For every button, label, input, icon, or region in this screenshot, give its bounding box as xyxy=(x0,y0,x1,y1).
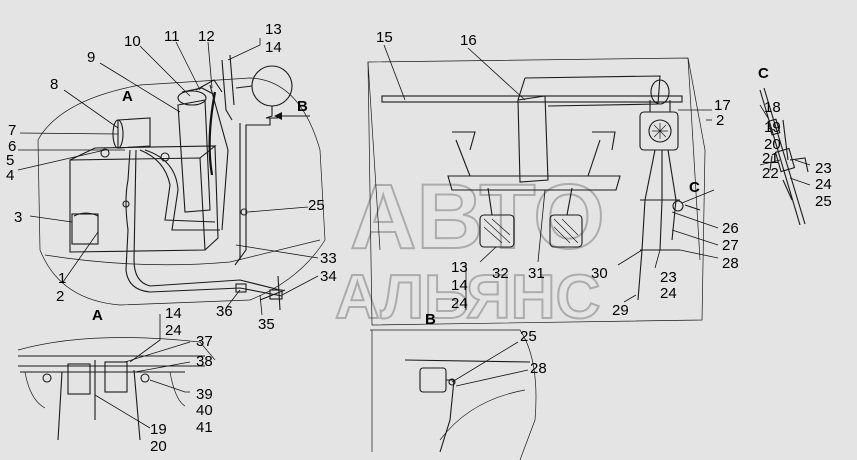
callout: 24 xyxy=(815,176,832,193)
callout: 22 xyxy=(762,165,779,182)
callout: 28 xyxy=(722,255,739,272)
callout: 25 xyxy=(520,328,537,345)
callout: 2 xyxy=(56,288,64,305)
callout: 13 xyxy=(265,21,282,38)
callout: 34 xyxy=(320,268,337,285)
callout: 25 xyxy=(308,197,325,214)
callout: 3 xyxy=(14,209,22,226)
callout: 20 xyxy=(764,136,781,153)
callout: 11 xyxy=(164,28,180,45)
callout: 14 xyxy=(165,305,182,322)
callout: 39 xyxy=(196,386,213,403)
callout: 18 xyxy=(764,99,781,116)
callout: 40 xyxy=(196,402,213,419)
detail-a-drawing xyxy=(17,337,216,441)
callout: 33 xyxy=(320,250,337,267)
view-label-c-main: C xyxy=(689,179,700,196)
callout: 24 xyxy=(660,285,677,302)
callout: 8 xyxy=(50,76,58,93)
callout: 26 xyxy=(722,220,739,237)
detail-c-drawing xyxy=(759,87,809,226)
callout: 29 xyxy=(612,302,629,319)
callout: 37 xyxy=(196,333,213,350)
callout: 15 xyxy=(376,29,393,46)
callout: 17 xyxy=(714,97,731,114)
callout: 36 xyxy=(216,303,233,320)
callout: 12 xyxy=(198,28,215,45)
callout: 31 xyxy=(528,265,545,282)
main-assembly-drawing xyxy=(37,54,326,311)
callouts-detail-b: 25 28 xyxy=(520,328,547,377)
callout: 24 xyxy=(451,295,468,312)
view-label-a-detail: A xyxy=(92,307,103,324)
view-label-b-detail: B xyxy=(425,311,436,328)
callout: 32 xyxy=(492,265,509,282)
callout: 14 xyxy=(265,39,282,56)
callout: 27 xyxy=(722,237,739,254)
callout: 38 xyxy=(196,353,213,370)
view-label-b-main: B xyxy=(297,98,308,115)
callout: 6 xyxy=(8,138,16,155)
view-label-a-main: A xyxy=(122,88,133,105)
callout: 24 xyxy=(165,322,182,339)
watermark-line2: АЛЬЯНС xyxy=(335,263,600,332)
callout: 10 xyxy=(124,33,141,50)
callout: 20 xyxy=(150,438,167,455)
callout: 28 xyxy=(530,360,547,377)
callouts-detail-c: 18 19 20 21 22 23 24 25 xyxy=(762,99,832,210)
callout: 23 xyxy=(815,160,832,177)
view-b-arrow xyxy=(274,112,310,120)
watermark-line1: АВТО xyxy=(350,166,605,268)
callout: 35 xyxy=(258,316,275,333)
callout: 16 xyxy=(460,32,477,49)
callout: 19 xyxy=(150,421,167,438)
callouts-detail-a: 14 24 37 38 39 40 41 19 20 xyxy=(150,305,213,455)
callouts-center: 15 16 17 2 13 14 24 32 31 30 23 24 29 26… xyxy=(376,29,739,319)
callout: 13 xyxy=(451,259,468,276)
callout: 14 xyxy=(451,277,468,294)
detail-b-drawing xyxy=(370,329,537,460)
callout: 5 xyxy=(6,152,14,169)
callout: 7 xyxy=(8,122,16,139)
callout: 19 xyxy=(764,119,781,136)
callout: 9 xyxy=(87,49,95,66)
callout: 41 xyxy=(196,419,213,436)
callout: 21 xyxy=(762,150,779,167)
center-assembly-drawing xyxy=(367,57,706,326)
callout: 2 xyxy=(716,112,724,129)
leader-lines xyxy=(17,38,811,429)
callout: 4 xyxy=(6,167,14,184)
callout: 25 xyxy=(815,193,832,210)
callout: 1 xyxy=(58,270,66,287)
callout: 23 xyxy=(660,269,677,286)
callouts-main: 1 2 3 4 5 6 7 8 9 10 11 12 13 14 25 33 3… xyxy=(6,21,337,333)
callout: 30 xyxy=(591,265,608,282)
view-label-c-detail: C xyxy=(758,65,769,82)
